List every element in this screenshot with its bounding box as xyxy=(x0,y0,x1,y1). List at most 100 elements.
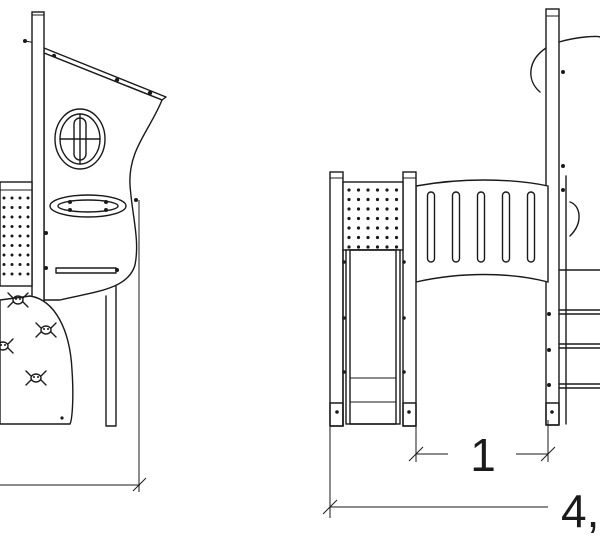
bridge-slot xyxy=(501,191,511,263)
perforation-hole xyxy=(2,263,6,266)
inner-dimension-label: 1 xyxy=(470,429,496,481)
front-dimension-lines xyxy=(322,420,556,518)
perforation-hole xyxy=(2,244,6,247)
perforation-hole xyxy=(347,226,351,230)
perforation-hole xyxy=(10,215,14,219)
perforation-hole xyxy=(18,234,22,238)
perforation-hole xyxy=(10,244,14,247)
side-ladder xyxy=(545,175,600,426)
perforation-hole xyxy=(375,245,380,249)
perforation-hole xyxy=(18,272,22,276)
perforation-hole xyxy=(347,207,351,211)
perforation-hole xyxy=(347,216,351,221)
perforation-hole xyxy=(394,216,399,221)
perforation-hole xyxy=(356,188,361,192)
perforation-hole xyxy=(375,197,380,202)
perforation-hole xyxy=(385,226,389,230)
perforation-hole xyxy=(375,207,380,211)
perforation-hole xyxy=(375,226,380,230)
perforation-hole xyxy=(347,235,351,240)
perforation-hole xyxy=(375,216,380,221)
perforation-hole xyxy=(18,196,22,200)
perforation-hole xyxy=(26,206,30,209)
frog-climbing-hold xyxy=(25,370,47,386)
frog-climbing-hold xyxy=(35,322,57,338)
perforation-hole xyxy=(394,226,399,230)
perforation-hole xyxy=(10,263,14,266)
perforation-hole xyxy=(356,216,361,221)
perforation-hole xyxy=(26,272,30,276)
perforation-hole xyxy=(2,196,6,200)
arched-bridge-panel xyxy=(415,179,549,283)
perforation-hole xyxy=(10,253,14,257)
bridge-slot xyxy=(451,191,461,263)
bridge-slot xyxy=(426,191,436,263)
perforation-hole xyxy=(26,225,30,228)
perforation-hole xyxy=(385,197,389,202)
perforation-hole xyxy=(366,245,370,249)
perforation-hole xyxy=(356,197,361,202)
perforation-hole xyxy=(26,234,30,238)
perforation-hole xyxy=(18,215,22,219)
perforation-hole xyxy=(2,225,6,228)
perforation-hole xyxy=(347,197,351,202)
overall-dimension-label: 4,0 xyxy=(561,485,600,537)
frog-climbing-hold xyxy=(7,292,29,308)
perforation-hole xyxy=(2,215,6,219)
perforation-hole xyxy=(18,206,22,209)
perforation-hole xyxy=(26,263,30,266)
perforation-hole xyxy=(10,206,14,209)
front-view: 1 4,0 xyxy=(322,8,600,537)
frog-climbing-hold xyxy=(0,338,14,354)
perforated-panel xyxy=(0,181,33,287)
perforation-hole xyxy=(26,253,30,257)
perforation-hole xyxy=(394,207,399,211)
perforation-hole xyxy=(347,188,351,192)
perforation-hole xyxy=(10,272,14,276)
porthole-window xyxy=(54,108,106,170)
perforation-hole xyxy=(2,272,6,276)
perforation-hole xyxy=(385,188,389,192)
perforation-hole xyxy=(10,225,14,228)
bridge-slot xyxy=(526,191,536,263)
perforation-hole xyxy=(375,235,380,240)
perforation-hole xyxy=(385,245,389,249)
perforation-hole xyxy=(375,188,380,192)
perforation-hole xyxy=(366,235,370,240)
support-leg xyxy=(105,285,117,427)
perforation-hole xyxy=(18,244,22,247)
perforation-hole xyxy=(366,197,370,202)
ladder-chute xyxy=(329,249,417,427)
perforation-hole xyxy=(394,235,399,240)
side-view xyxy=(0,11,167,492)
perforation-hole xyxy=(26,215,30,219)
perforation-hole xyxy=(18,263,22,266)
side-dimension-lines xyxy=(0,200,147,492)
side-wall-panel xyxy=(43,51,163,301)
roof-edge xyxy=(530,35,600,168)
perforation-hole xyxy=(18,225,22,228)
perforation-hole xyxy=(356,207,361,211)
bridge-slot xyxy=(476,191,486,263)
perforation-hole xyxy=(366,226,370,230)
perforation-hole xyxy=(2,253,6,257)
oval-handle xyxy=(49,194,138,218)
perforation-hole xyxy=(26,244,30,247)
perforation-hole xyxy=(347,245,351,249)
perforation-hole xyxy=(356,226,361,230)
perforation-hole xyxy=(366,207,370,211)
perforation-hole xyxy=(356,235,361,240)
climbing-wall xyxy=(0,292,74,425)
perforation-hole xyxy=(385,207,389,211)
perforation-hole xyxy=(394,245,399,249)
perforation-hole xyxy=(26,196,30,200)
perforation-hole xyxy=(394,188,399,192)
perforation-hole xyxy=(10,196,14,200)
perforation-hole xyxy=(18,253,22,257)
perforation-hole xyxy=(385,235,389,240)
perforation-hole xyxy=(366,188,370,192)
perforation-hole xyxy=(385,216,389,221)
perforation-hole xyxy=(356,245,361,249)
perforation-hole xyxy=(2,206,6,209)
